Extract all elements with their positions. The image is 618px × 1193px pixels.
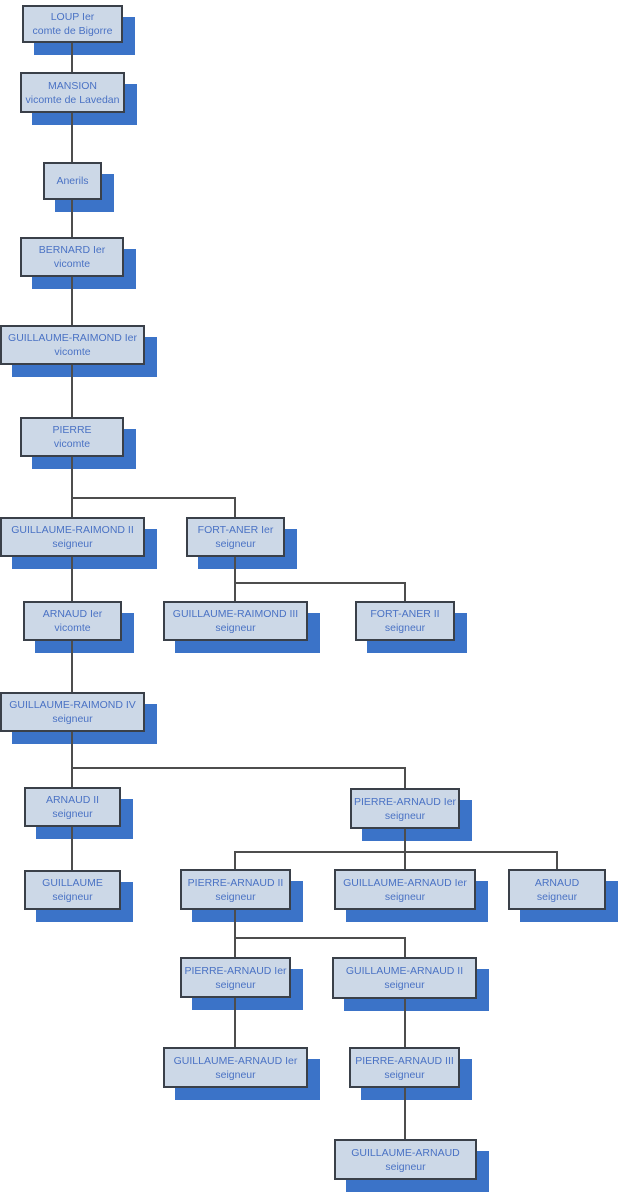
person-name: PIERRE-ARNAUD Ier [184,964,287,977]
person-title: seigneur [384,890,426,903]
connector-line [404,582,406,601]
connector-line [234,851,236,869]
tree-node-guillaume[interactable]: GUILLAUME seigneur [24,870,121,910]
tree-node-pierre-arnaud-ii[interactable]: PIERRE-ARNAUD II seigneur [180,869,291,910]
person-name: MANSION [47,79,97,92]
tree-node-anerils[interactable]: Anerils [43,162,102,200]
person-title: seigneur [384,809,426,822]
tree-node-guillaume-raimond-ier[interactable]: GUILLAUME-RAIMOND Ier vicomte [0,325,145,365]
tree-node-fort-aner-ier[interactable]: FORT-ANER Ier seigneur [186,517,285,557]
tree-node-guillaume-raimond-iii[interactable]: GUILLAUME-RAIMOND III seigneur [163,601,308,641]
person-title: seigneur [384,622,426,634]
connector-line [71,277,73,325]
person-name: BERNARD Ier [38,244,106,256]
connector-line [234,851,558,853]
tree-node-arnaud-ier[interactable]: ARNAUD Ier vicomte [23,601,122,641]
tree-node-guillaume-arnaud-ii[interactable]: GUILLAUME-ARNAUD II seigneur [332,957,477,999]
person-title: seigneur [215,1068,256,1081]
connector-line [234,582,406,584]
person-name: PIERRE-ARNAUD Ier [353,795,457,808]
tree-node-arnaud[interactable]: ARNAUD seigneur [508,869,606,910]
connector-line [234,557,236,601]
person-title: seigneur [215,890,256,903]
connector-line [71,557,73,601]
person-name: GUILLAUME-ARNAUD Ier [343,876,467,889]
connector-line [234,910,236,957]
tree-node-bernard-ier[interactable]: BERNARD Ier vicomte [20,237,124,277]
person-title: seigneur [52,891,93,903]
connector-line [556,851,558,869]
person-name: PIERRE-ARNAUD III [355,1054,454,1067]
connector-line [234,998,236,1047]
connector-line [71,732,73,787]
person-title: seigneur [215,622,256,634]
person-title: vicomte [54,622,91,634]
tree-node-guillaume-arnaud-ier-2[interactable]: GUILLAUME-ARNAUD Ier seigneur [163,1047,308,1088]
person-name: PIERRE-ARNAUD II [187,876,284,889]
connector-line [404,767,406,788]
tree-node-fort-aner-ii[interactable]: FORT-ANER II seigneur [355,601,455,641]
person-name: GUILLAUME-ARNAUD [351,1146,460,1159]
connector-line [404,1088,406,1139]
tree-node-loup-ier[interactable]: LOUP Ier comte de Bigorre [22,5,123,43]
connector-line [71,497,236,499]
person-name: GUILLAUME [42,877,103,889]
person-name: Anerils [56,175,89,187]
person-name: GUILLAUME-RAIMOND IV [9,699,136,711]
connector-line [71,43,73,72]
connector-line [71,457,73,517]
person-title: seigneur [384,979,425,991]
person-title: seigneur [384,1068,425,1081]
connector-line [71,641,73,692]
person-title: seigneur [52,538,93,550]
tree-node-guillaume-raimond-iv[interactable]: GUILLAUME-RAIMOND IV seigneur [0,692,145,732]
person-name: FORT-ANER Ier [197,524,274,536]
tree-node-pierre-arnaud-ier-2[interactable]: PIERRE-ARNAUD Ier seigneur [180,957,291,998]
person-name: ARNAUD Ier [42,608,103,620]
person-title: seigneur [385,1160,426,1173]
person-title: comte de Bigorre [32,25,113,37]
person-name: GUILLAUME-ARNAUD II [345,965,464,977]
person-name: LOUP Ier [50,11,95,23]
connector-line [234,937,406,939]
person-title: seigneur [215,978,256,991]
connector-line [234,497,236,517]
person-title: vicomte [53,258,91,270]
tree-node-pierre-arnaud-iii[interactable]: PIERRE-ARNAUD III seigneur [349,1047,460,1088]
tree-node-guillaume-arnaud-ier[interactable]: GUILLAUME-ARNAUD Ier seigneur [334,869,476,910]
person-name: GUILLAUME-RAIMOND II [11,524,134,536]
connector-line [71,365,73,417]
tree-node-pierre-arnaud-ier[interactable]: PIERRE-ARNAUD Ier seigneur [350,788,460,829]
connector-line [71,827,73,870]
tree-node-arnaud-ii[interactable]: ARNAUD II seigneur [24,787,121,827]
person-name: ARNAUD [534,876,580,889]
tree-node-guillaume-raimond-ii[interactable]: GUILLAUME-RAIMOND II seigneur [0,517,145,557]
person-title: vicomte de Lavedan [25,93,120,106]
connector-line [404,937,406,957]
person-name: GUILLAUME-RAIMOND Ier [8,332,137,344]
connector-line [71,113,73,162]
person-title: seigneur [52,713,93,725]
person-title: vicomte [54,346,91,358]
tree-node-pierre[interactable]: PIERRE vicomte [20,417,124,457]
person-name: PIERRE [52,424,92,436]
person-title: seigneur [215,538,256,550]
connector-line [71,200,73,237]
person-name: FORT-ANER II [370,608,440,620]
person-name: GUILLAUME-RAIMOND III [172,608,299,620]
tree-node-mansion[interactable]: MANSION vicomte de Lavedan [20,72,125,113]
person-title: seigneur [536,890,578,903]
connector-line [404,999,406,1047]
connector-line [71,767,406,769]
person-name: GUILLAUME-ARNAUD Ier [173,1054,298,1067]
tree-node-guillaume-arnaud[interactable]: GUILLAUME-ARNAUD seigneur [334,1139,477,1180]
person-title: seigneur [52,808,93,820]
person-title: vicomte [53,438,91,450]
person-name: ARNAUD II [45,794,100,806]
connector-line [404,829,406,869]
